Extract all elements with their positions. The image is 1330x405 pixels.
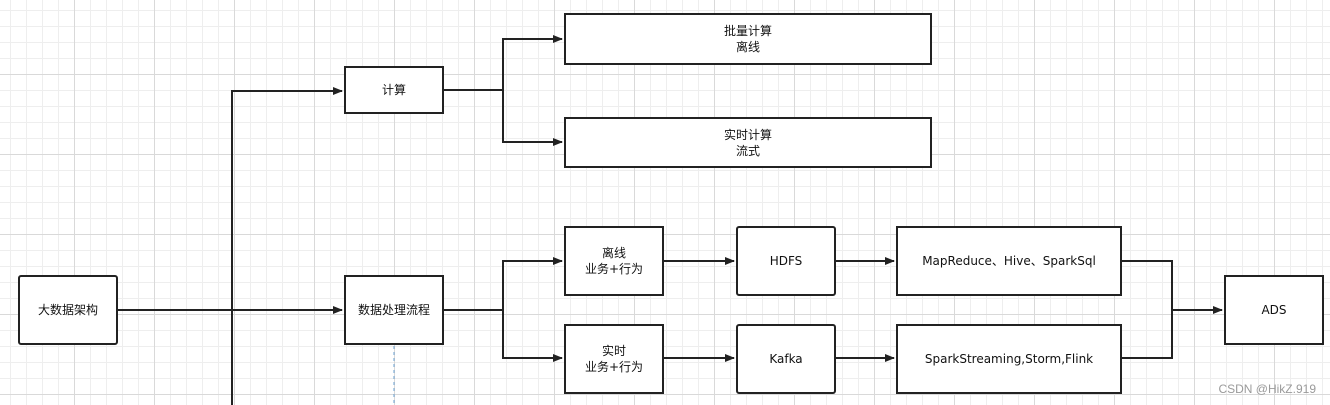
edge-process-offline xyxy=(502,257,563,310)
node-compute-label: 计算 xyxy=(381,83,406,97)
node-rt-line1: 实时 xyxy=(601,344,626,358)
edge-compute-realtime xyxy=(502,90,563,146)
node-offline-line1: 离线 xyxy=(601,246,626,260)
edge-mapreduce-ads xyxy=(1121,260,1173,310)
node-rt[interactable]: 实时 业务+行为 xyxy=(564,324,664,394)
node-mapreduce[interactable]: MapReduce、Hive、SparkSql xyxy=(896,226,1122,296)
edge-streaming-ads xyxy=(1121,310,1173,359)
node-root[interactable]: 大数据架构 xyxy=(18,275,118,345)
node-kafka[interactable]: Kafka xyxy=(736,324,836,394)
watermark: CSDN @HikZ.919 xyxy=(1218,382,1316,396)
node-offline-line2: 业务+行为 xyxy=(584,262,644,276)
node-streaming-label: SparkStreaming,Storm,Flink xyxy=(924,352,1094,366)
node-hdfs-label: HDFS xyxy=(769,254,803,268)
node-ads-label: ADS xyxy=(1261,303,1287,317)
node-process-label: 数据处理流程 xyxy=(357,303,430,317)
node-batch[interactable]: 批量计算 离线 xyxy=(564,13,932,65)
edge-process-rt xyxy=(502,310,563,362)
node-offline[interactable]: 离线 业务+行为 xyxy=(564,226,664,296)
node-ads[interactable]: ADS xyxy=(1224,275,1324,345)
edge-root-compute xyxy=(231,87,343,405)
node-mapreduce-label: MapReduce、Hive、SparkSql xyxy=(922,254,1096,268)
node-hdfs[interactable]: HDFS xyxy=(736,226,836,296)
node-process[interactable]: 数据处理流程 xyxy=(344,275,444,345)
node-realtime-compute-line2: 流式 xyxy=(735,143,760,158)
edge-compute-batch xyxy=(502,35,563,90)
node-rt-line2: 业务+行为 xyxy=(584,360,644,374)
node-batch-line2: 离线 xyxy=(735,40,760,54)
node-kafka-label: Kafka xyxy=(769,352,803,366)
node-compute[interactable]: 计算 xyxy=(344,66,444,114)
node-streaming[interactable]: SparkStreaming,Storm,Flink xyxy=(896,324,1122,394)
node-realtime-compute[interactable]: 实时计算 流式 xyxy=(564,117,932,168)
node-root-label: 大数据架构 xyxy=(37,303,98,317)
node-realtime-compute-line1: 实时计算 xyxy=(723,127,772,142)
node-batch-line1: 批量计算 xyxy=(723,24,772,38)
